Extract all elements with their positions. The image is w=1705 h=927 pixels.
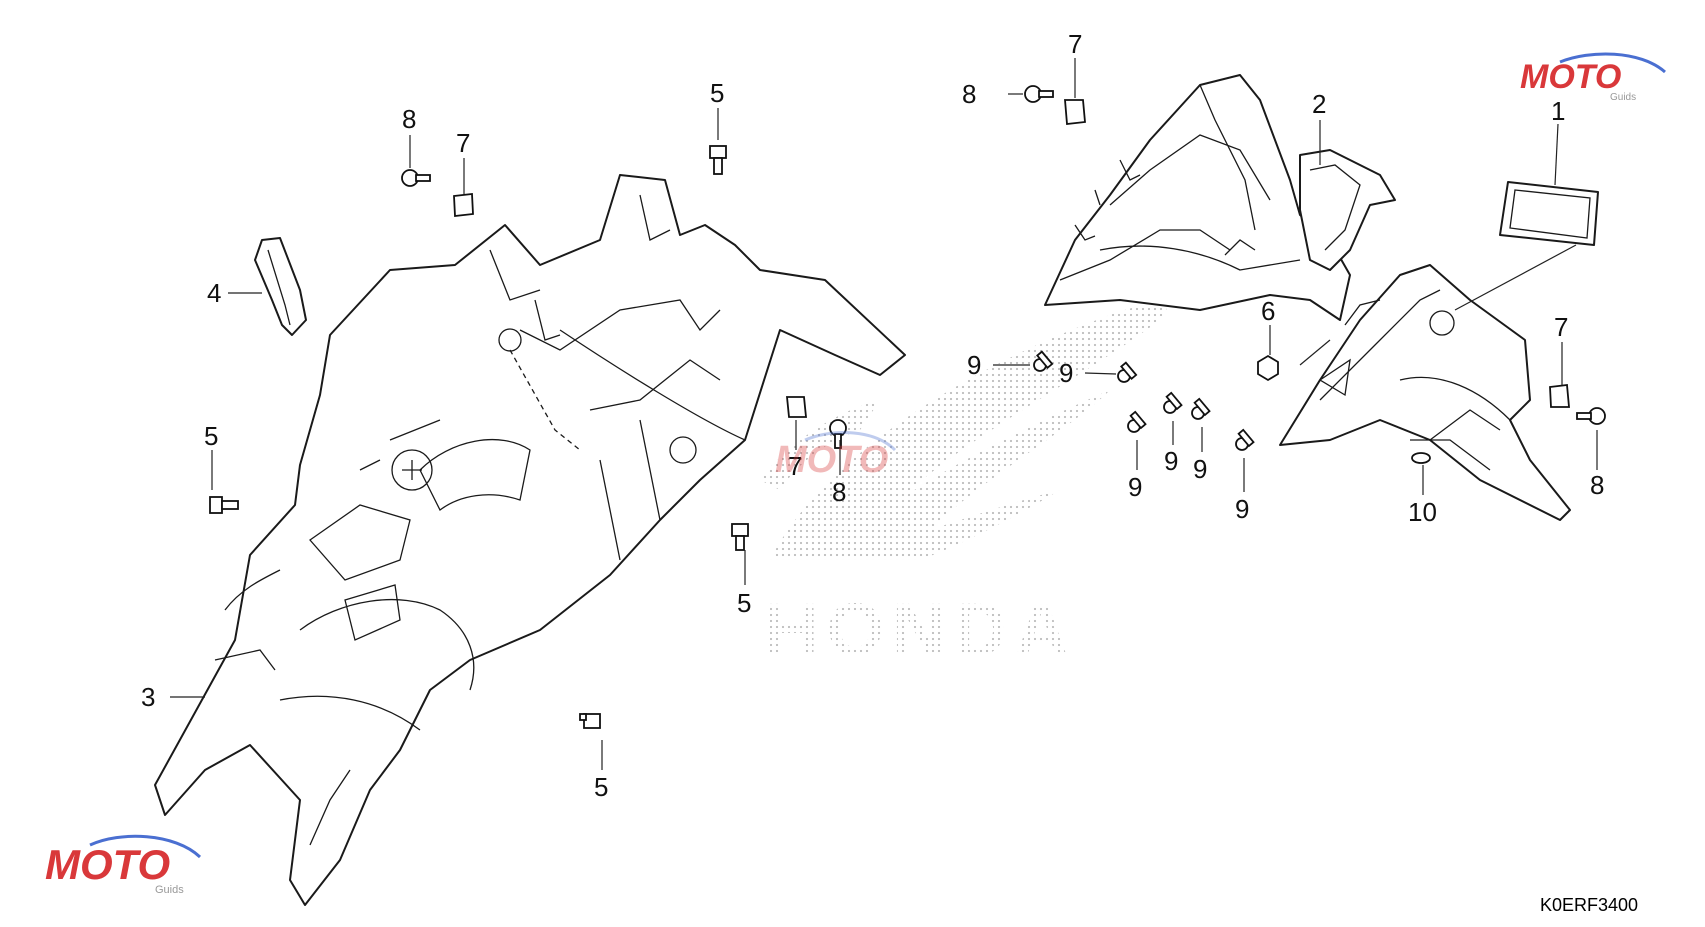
callout-8-top: 8 [962, 79, 976, 109]
washer-icon [1411, 452, 1431, 464]
bolt-icon [209, 496, 239, 514]
callout-5-top: 5 [710, 78, 724, 108]
clip-nut-icon [453, 192, 474, 218]
bracket-part-2 [1299, 149, 1396, 271]
callout-5-left: 5 [204, 421, 218, 451]
callout-7-right: 7 [1554, 312, 1568, 342]
moto-logo-top-right: MOTO Guids [1520, 52, 1666, 103]
clip-nut-icon [786, 396, 807, 418]
callout-9-c: 9 [1128, 472, 1142, 502]
tapping-screw-icon [1127, 410, 1147, 433]
clip-nut-icon [1549, 383, 1570, 408]
svg-text:MOTO: MOTO [775, 439, 888, 481]
tapping-screw-icon [1191, 397, 1211, 420]
tapping-screw-icon [1117, 361, 1138, 383]
svg-text:MOTO: MOTO [1520, 58, 1621, 96]
callout-7-top: 7 [1068, 29, 1082, 59]
tapping-screw-icon [1033, 350, 1054, 372]
reflector-part-1 [1499, 181, 1599, 246]
screw-icon [401, 169, 431, 187]
callout-8-mid: 8 [832, 477, 846, 507]
callout-7-left: 7 [456, 128, 470, 158]
honda-wing-watermark [760, 304, 1167, 560]
callout-6: 6 [1261, 296, 1275, 326]
callout-3: 3 [141, 682, 155, 712]
honda-watermark-text: HONDA [765, 588, 1076, 671]
leader-lines [170, 58, 1598, 770]
callout-5-mid: 5 [737, 588, 751, 618]
callout-9-b: 9 [1059, 358, 1073, 388]
callout-10: 10 [1408, 497, 1437, 527]
license-bracket [1279, 264, 1571, 521]
callout-2: 2 [1312, 89, 1326, 119]
callout-9-a: 9 [967, 350, 981, 380]
callout-8-left: 8 [402, 104, 416, 134]
svg-text:MOTO: MOTO [45, 841, 170, 888]
bolt-icon [709, 145, 727, 175]
screw-icon [829, 419, 847, 449]
clip-nut-icon [1064, 99, 1086, 125]
svg-text:Guids: Guids [1610, 92, 1636, 103]
callout-9-f: 9 [1235, 494, 1249, 524]
callout-labels: 1 2 3 4 5 5 5 5 6 7 7 7 7 8 8 8 8 9 9 9 … [141, 29, 1604, 802]
clip-part-4 [254, 237, 307, 336]
tapping-screw-icon [1163, 391, 1183, 414]
bolt-icon [579, 713, 601, 729]
callout-7-mid: 7 [788, 451, 802, 481]
callout-9-d: 9 [1164, 446, 1178, 476]
callout-8-right: 8 [1590, 470, 1604, 500]
callout-5-bottom: 5 [594, 772, 608, 802]
callout-1: 1 [1551, 96, 1565, 126]
inner-fender-part-3 [154, 174, 906, 906]
diagram-code: K0ERF3400 [1540, 895, 1639, 915]
nut-icon [1257, 354, 1279, 382]
tapping-screw-icon [1235, 428, 1255, 451]
screw-icon [1024, 85, 1054, 103]
svg-text:Guids: Guids [155, 884, 184, 896]
moto-logo-bottom-left: MOTO Guids [45, 834, 202, 896]
callout-4: 4 [207, 278, 221, 308]
moto-logo-center: MOTO [775, 431, 897, 481]
fasteners [209, 85, 1606, 729]
screw-icon [1576, 407, 1606, 425]
callout-9-e: 9 [1193, 454, 1207, 484]
bolt-icon [731, 523, 749, 551]
